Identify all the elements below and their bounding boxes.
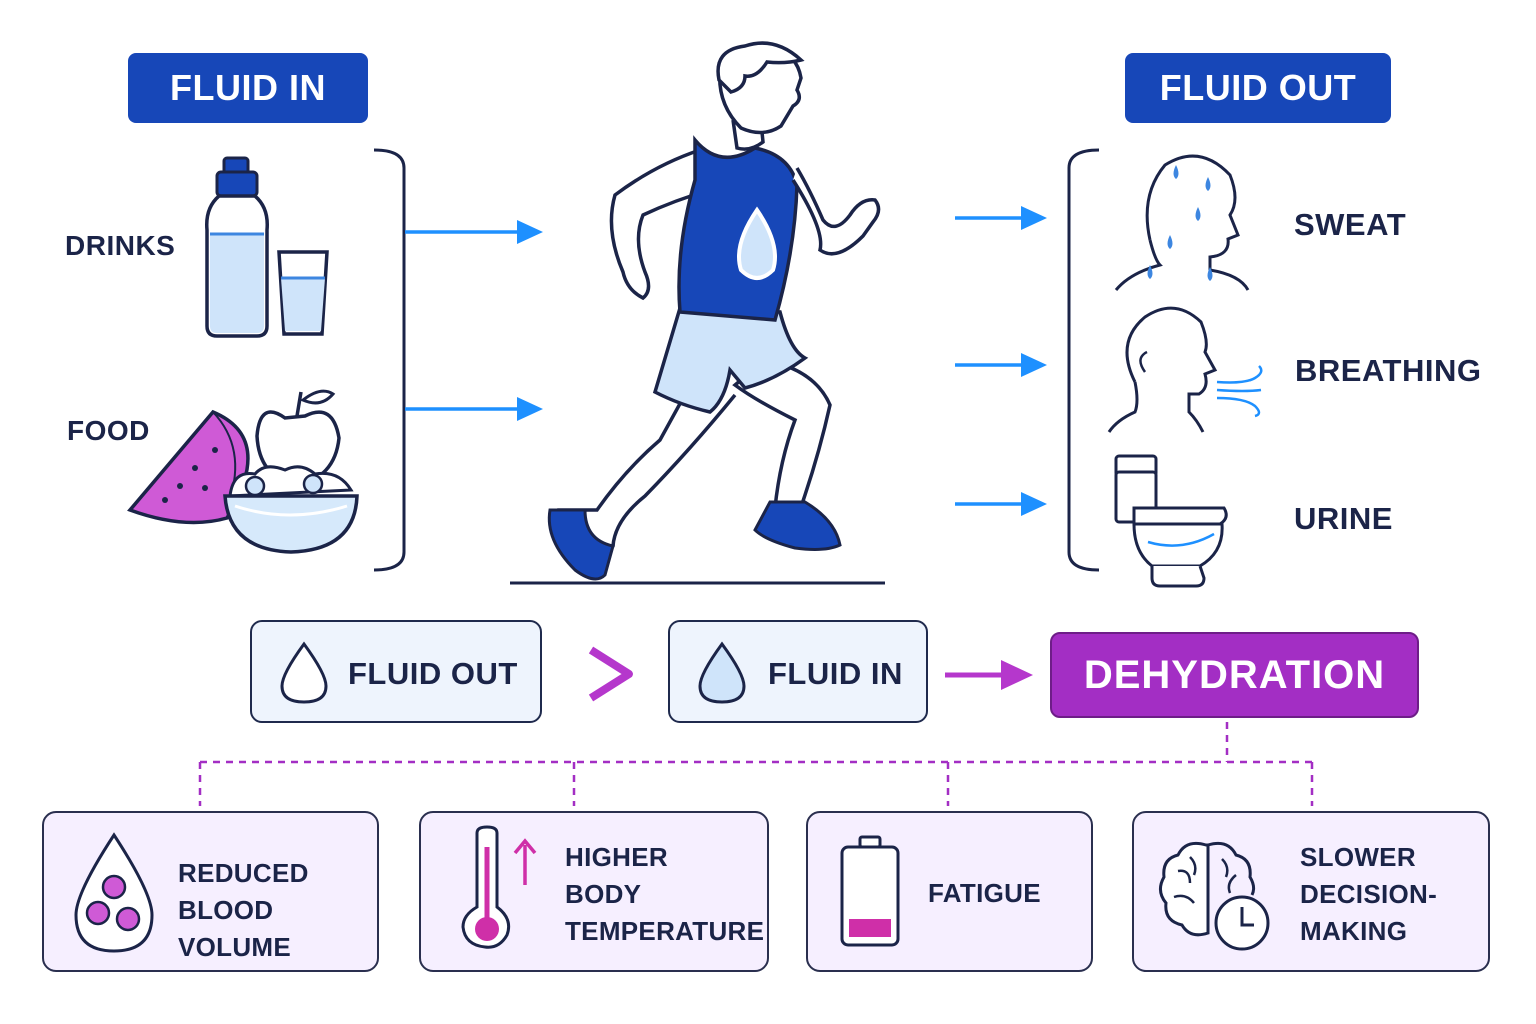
sweat-label: SWEAT bbox=[1294, 207, 1407, 242]
result-arrow bbox=[945, 660, 1033, 690]
runner-icon bbox=[510, 41, 885, 585]
effect-text-line: FATIGUE bbox=[928, 878, 1041, 908]
sweat-arrow bbox=[955, 206, 1047, 230]
urine-arrow bbox=[955, 492, 1047, 516]
urine-label: URINE bbox=[1294, 501, 1393, 536]
brain-clock-icon bbox=[1159, 841, 1270, 951]
drinks-label: DRINKS bbox=[65, 230, 176, 261]
effect-card-decision-making: SLOWER DECISION- MAKING bbox=[1132, 811, 1490, 972]
effect-card-body-temperature: HIGHER BODY TEMPERATURE bbox=[419, 811, 769, 972]
fluid-in-box: FLUID IN bbox=[668, 620, 928, 723]
watermelon-apple-bowl-icon bbox=[127, 389, 359, 554]
breathing-head-icon bbox=[1107, 306, 1263, 433]
effect-text-line: DECISION- bbox=[1300, 879, 1438, 909]
water-drop-icon bbox=[280, 641, 328, 704]
water-bottle-and-glass-icon bbox=[205, 156, 329, 338]
greater-than-icon bbox=[588, 646, 633, 702]
effect-card-fatigue: FATIGUE bbox=[806, 811, 1093, 972]
fluid-in-header: FLUID IN bbox=[128, 53, 368, 123]
effect-text-line: TEMPERATURE bbox=[565, 916, 765, 946]
fluid-out-header: FLUID OUT bbox=[1125, 53, 1391, 123]
breathing-arrow bbox=[955, 353, 1047, 377]
drinks-arrow bbox=[405, 220, 543, 244]
water-drop-icon bbox=[698, 641, 746, 704]
breathing-label: BREATHING bbox=[1295, 353, 1482, 388]
fluid-in-bracket bbox=[373, 148, 406, 572]
effect-text-line: MAKING bbox=[1300, 916, 1408, 946]
fluid-out-box: FLUID OUT bbox=[250, 620, 542, 723]
dehydration-badge: DEHYDRATION bbox=[1050, 632, 1419, 718]
effect-text-line: BLOOD VOLUME bbox=[178, 895, 292, 962]
sweating-head-icon bbox=[1114, 154, 1250, 291]
effect-card-blood-volume: REDUCED BLOOD VOLUME bbox=[42, 811, 379, 972]
fluid-out-bracket bbox=[1067, 148, 1100, 572]
low-battery-icon bbox=[840, 835, 900, 947]
effect-text-line: SLOWER bbox=[1300, 842, 1416, 872]
fluid-in-text: FLUID IN bbox=[768, 656, 903, 691]
effect-text-line: REDUCED bbox=[178, 858, 309, 888]
effect-text-line: HIGHER bbox=[565, 842, 668, 872]
food-label: FOOD bbox=[67, 415, 150, 446]
fluid-out-text: FLUID OUT bbox=[348, 656, 518, 691]
thermometer-up-icon bbox=[461, 825, 537, 949]
toilet-icon bbox=[1114, 454, 1228, 588]
food-arrow bbox=[405, 397, 543, 421]
blood-drop-icon bbox=[74, 832, 154, 953]
effect-text-line: BODY bbox=[565, 879, 642, 909]
